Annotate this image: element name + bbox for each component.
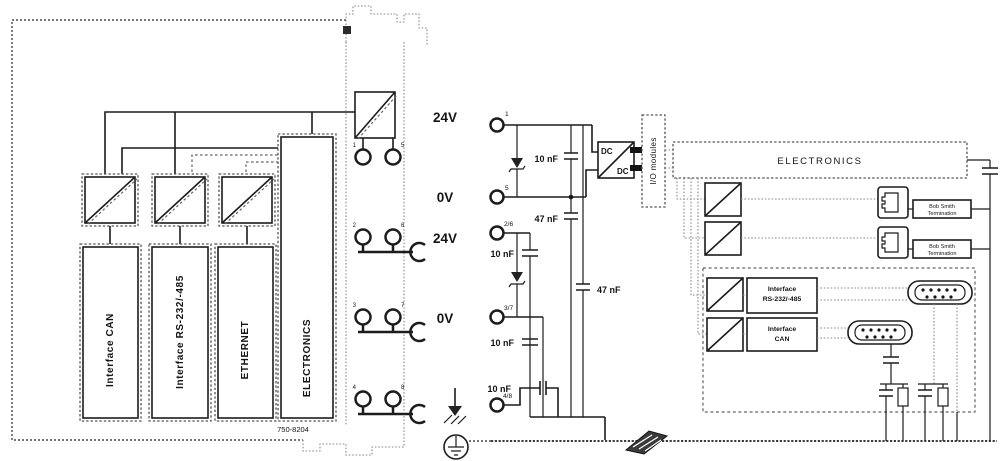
zener-diode-1 (508, 125, 526, 197)
dsub-connector-can (847, 320, 913, 345)
module-top-profile (345, 5, 428, 45)
block-interface-can: Interface CAN (79, 243, 142, 422)
cap-10nf-2-label: 10 nF (490, 249, 514, 259)
block-electronics-right: ELECTRONICS (672, 141, 968, 179)
bob-smith-1-line1: Bob Smith (929, 204, 955, 210)
interface-rs-box: Interface RS-232/-485 (746, 277, 818, 314)
zener-diode-2 (508, 233, 526, 317)
terminal-number-5: 5 (401, 143, 405, 149)
block-electronics-left: ELECTRONICS (277, 133, 337, 422)
bob-smith-box-1: Bob Smith Termination (912, 199, 972, 219)
housing-outline (11, 19, 346, 441)
bob-smith-1-line2: Termination (928, 211, 957, 217)
branch-4-8: 10 nF (487, 381, 559, 417)
terminal-number-7: 7 (401, 303, 405, 309)
terminal-number-4: 4 (353, 385, 357, 391)
din-rail (491, 430, 997, 455)
isolation-block-rs (151, 173, 209, 227)
field-labels: 24V 0V 24V 0V (433, 110, 491, 460)
cap-47nf-2-label: 47 nF (597, 285, 621, 295)
supply-terminal-5: 5 (505, 185, 509, 192)
terminal-number-3: 3 (353, 303, 357, 309)
supply-terminal-1: 1 (505, 111, 509, 118)
cap-10nf-3-label: 10 nF (490, 338, 514, 348)
interface-can-box: Interface CAN (746, 317, 818, 352)
block-interface-can-label: Interface CAN (105, 313, 116, 387)
cap-10nf-input: 10 nF (534, 125, 578, 197)
clamp-4-8 (409, 403, 426, 425)
isolation-block-ethernet (218, 173, 276, 227)
functional-earth-icon (443, 388, 467, 425)
isolation-can (706, 317, 744, 352)
label-0v-top: 0V (437, 190, 454, 205)
cap-47nf-1: 47 nF (534, 197, 578, 417)
block-ethernet: ETHERNET (214, 243, 277, 422)
clamp-3-7 (409, 321, 426, 343)
cap-10nf-4-label: 10 nF (487, 384, 511, 394)
cap-47nf-1-label: 47 nF (534, 214, 558, 224)
power-symbol-box (354, 91, 398, 140)
terminal-row-2-6: 2 6 (353, 223, 426, 263)
module-bottom-profile (302, 425, 405, 456)
terminal-number-2: 2 (353, 223, 357, 229)
dsub-connector-rs (907, 280, 973, 305)
branch-2-6: 10 nF (490, 232, 538, 417)
io-modules-label: I/O modules (649, 137, 658, 185)
rj45-jack-1 (877, 186, 909, 219)
cap-10nf-input-label: 10 nF (534, 154, 558, 164)
module-face: 1 5 2 6 3 7 4 8 (302, 5, 428, 456)
rj45-jack-2 (877, 226, 909, 259)
terminal-number-8: 8 (401, 385, 405, 391)
terminal-row-4-8: 4 8 (353, 385, 426, 425)
dcdc-label-bottom: DC (617, 167, 629, 176)
dcdc-label-top: DC (601, 147, 613, 156)
terminal-row-3-7: 3 7 (353, 303, 426, 343)
termination-rc-1 (879, 383, 909, 441)
supply-terminal-3-7: 3/7 (504, 305, 513, 312)
terminal-row-1-5: 1 5 (353, 138, 405, 166)
block-interface-rs: Interface RS-232/-485 (148, 243, 212, 422)
interface-rs-line1: Interface (768, 286, 797, 293)
io-modules-box: I/O modules (641, 114, 666, 208)
block-ethernet-label: ETHERNET (240, 321, 251, 380)
label-24v-mid: 24V (433, 231, 457, 246)
isolation-block-can (81, 173, 139, 227)
interface-can-line2: CAN (775, 336, 790, 343)
clamp-2-6 (409, 241, 426, 263)
controller-block-diagram: Interface CAN Interface RS-232/-485 ETHE… (11, 19, 355, 441)
branch-3-7: 10 nF (490, 316, 544, 417)
isolation-eth2 (704, 221, 742, 256)
isolation-rs (706, 277, 744, 312)
module-latch (343, 26, 351, 34)
dcdc-converter: DC DC (585, 125, 646, 197)
block-interface-rs-label: Interface RS-232/-485 (175, 275, 186, 389)
label-24v-top: 24V (433, 110, 457, 125)
interface-can-line1: Interface (768, 326, 797, 333)
bob-smith-2-line1: Bob Smith (929, 244, 955, 250)
din-rail-icon (624, 430, 669, 455)
termination-rc-2 (918, 383, 949, 441)
bob-smith-2-line2: Termination (928, 251, 957, 257)
terminal-number-1: 1 (353, 143, 357, 149)
block-electronics-left-label: ELECTRONICS (302, 319, 313, 397)
can-shield-cap (883, 344, 899, 384)
label-0v-mid: 0V (437, 311, 454, 326)
cap-47nf-2: 47 nF (576, 125, 621, 417)
block-electronics-right-label: ELECTRONICS (777, 156, 862, 167)
supply-terminal-4-8: 4/8 (503, 393, 512, 400)
terminal-number-6: 6 (401, 223, 405, 229)
internal-wiring (104, 111, 355, 247)
bob-smith-box-2: Bob Smith Termination (912, 239, 972, 259)
rail-earth-icon (443, 434, 469, 460)
serial-interface-group (702, 267, 976, 413)
supply-circuit: 1 5 2/6 3/7 4/8 10 nF 47 nF (487, 111, 666, 440)
part-number: 750-8204 (277, 425, 309, 434)
isolation-eth1 (704, 182, 742, 217)
interface-rs-line2: RS-232/-485 (763, 296, 802, 303)
shield-cap (967, 159, 998, 441)
right-panel: ELECTRONICS Bob Smith Termination (665, 141, 998, 441)
supply-terminal-2-6: 2/6 (504, 221, 513, 228)
